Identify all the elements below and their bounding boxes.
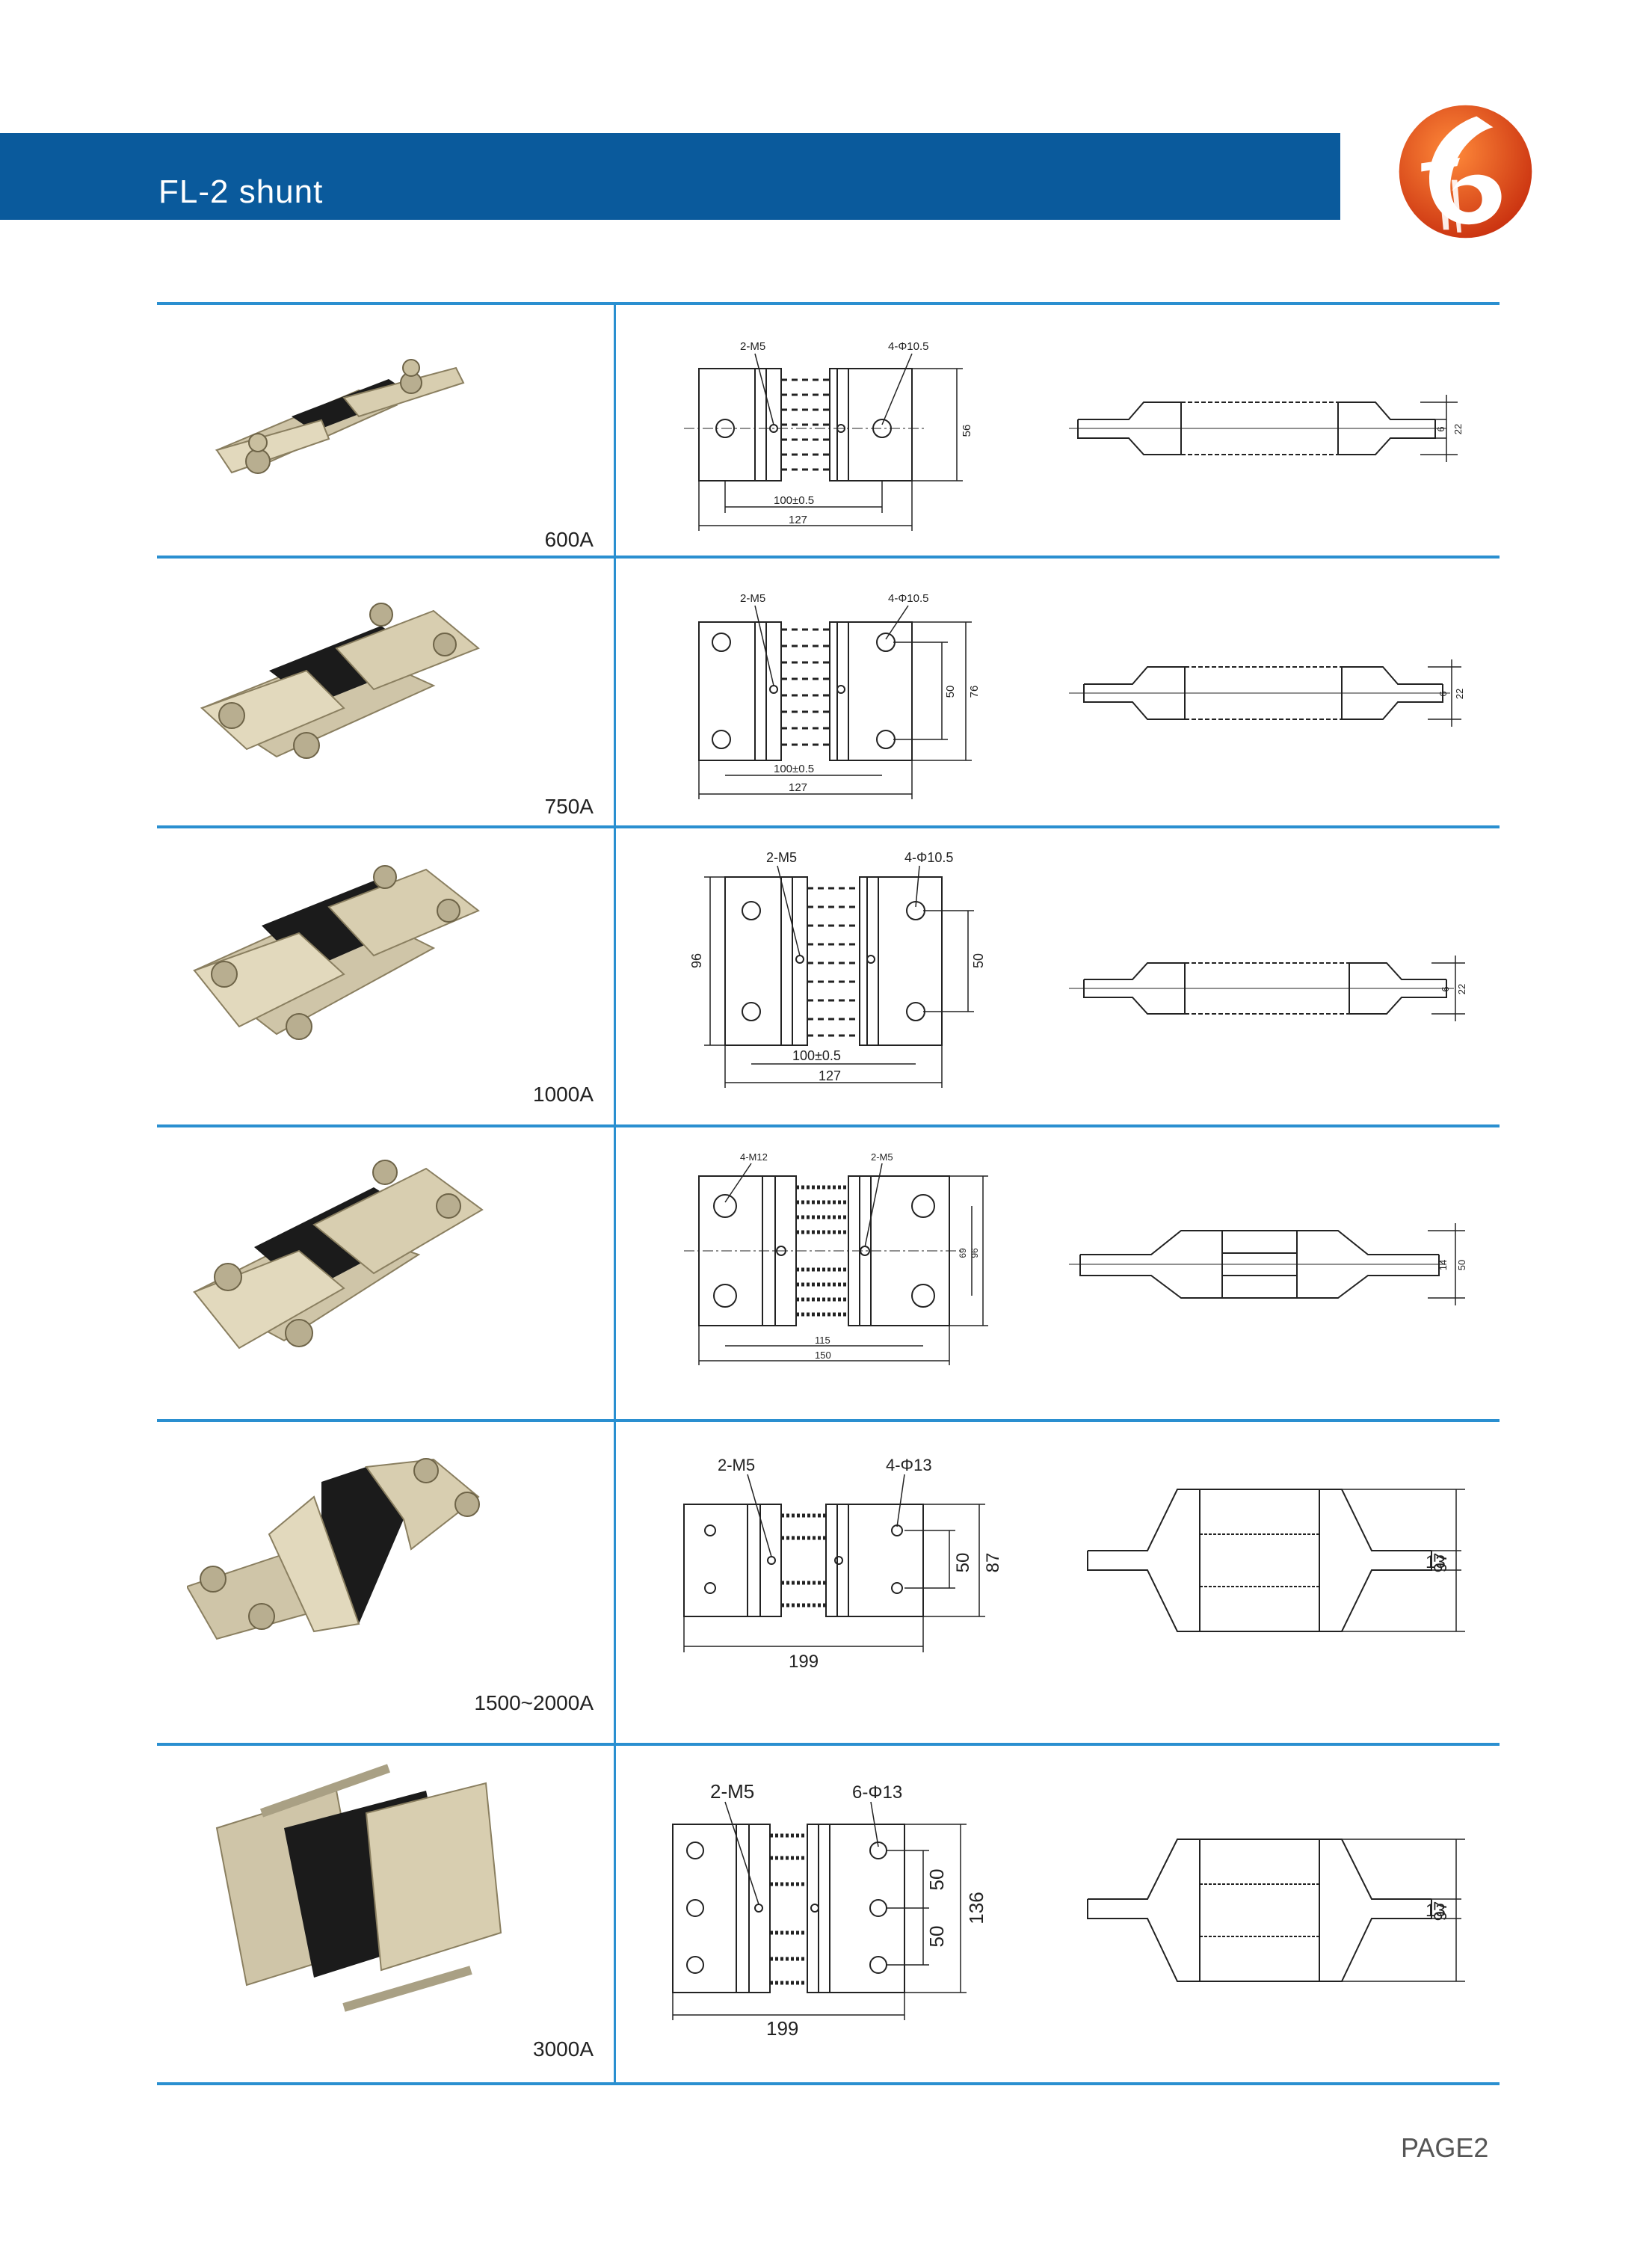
header-bar [0,133,1340,220]
product-row-750a: 750A [157,559,1500,825]
height-label: 136 [965,1892,987,1924]
hole-label: 6-Φ13 [852,1782,902,1803]
height-label: 50 [953,1553,973,1573]
rating-label: 1000A [533,1083,594,1106]
rating-label: 3000A [533,2037,594,2061]
height-label: 50 [925,1926,948,1948]
inner-width-label: 115 [815,1335,830,1346]
side-dim-label: 22 [1454,689,1465,699]
product-row-600a: 600A [157,305,1500,556]
side-dim-label: 97 [1431,1553,1451,1573]
outer-width-label: 150 [815,1350,831,1361]
table-rule [157,556,1500,559]
rating-label: 750A [544,795,594,818]
side-drawing-600a: 6 22 [1069,395,1464,462]
side-drawing-3000a: 13 97 [1087,1839,1465,1982]
hole-label: 4-Φ10.5 [904,850,953,865]
shunt-photo-1500-2000a [187,1458,480,1640]
side-drawing-4: 14 50 [1069,1223,1467,1305]
m-label: 2-M5 [740,592,765,605]
product-table: 600A [157,302,1500,2085]
inner-width-label: 100±0.5 [774,763,814,775]
shunt-photo-600a [215,359,465,474]
outer-width-label: 127 [789,781,807,794]
column-divider [614,302,616,2085]
height-label: 96 [970,1248,980,1258]
front-drawing-750a: 2-M5 4-Φ10.5 100±0.5 127 50 76 [698,592,981,799]
outer-width-label: 127 [789,514,807,526]
side-drawing-1000a: 6 22 [1069,956,1467,1021]
side-dim-label: 6 [1437,691,1449,696]
table-rule [157,1124,1500,1127]
hole-label: 4-Φ10.5 [888,592,929,605]
shunt-photo-1000a [193,865,480,1040]
table-rule [157,1743,1500,1746]
rating-label: 1500~2000A [474,1691,594,1714]
side-dim-label: 6 [1440,986,1451,991]
height-label: 56 [961,425,973,437]
outer-width-label: 199 [766,2017,798,2040]
inner-width-label: 100±0.5 [792,1048,841,1063]
side-dim-label: 14 [1437,1260,1449,1270]
company-logo [1399,105,1532,239]
side-dim-label: 50 [1456,1260,1467,1270]
height-label: 50 [971,953,986,968]
height-label: 50 [925,1869,948,1891]
front-drawing-600a: 2-M5 4-Φ10.5 100±0.5 127 56 [684,340,973,531]
side-dim-label: 22 [1456,984,1467,994]
front-drawing-3000a: 2-M5 6-Φ13 199 50 50 136 [672,1780,987,2040]
side-dim-label: 97 [1431,1901,1451,1922]
hole-label: 2-M5 [871,1151,893,1163]
height-label: 76 [968,686,981,698]
shunt-photo-4 [192,1160,484,1350]
height-label: 96 [689,953,704,968]
table-rule [157,1419,1500,1422]
outer-width-label: 127 [819,1068,841,1083]
page-title: FL-2 shunt [158,173,324,210]
product-row-3000a: 3000A [157,1746,1500,2082]
product-row-1500-2000a: 1500~2000A [157,1422,1500,1743]
side-dim-label: 13 [1426,1901,1446,1921]
front-drawing-1500-2000a: 2-M5 4-Φ13 199 50 87 [683,1456,1003,1672]
side-dim-label: 6 [1435,426,1446,431]
height-label: 69 [958,1248,968,1258]
table-rule [157,2082,1500,2085]
side-drawing-1500-2000a: 13 97 [1087,1489,1465,1632]
height-label: 50 [944,686,957,698]
table-rule [157,302,1500,305]
m-label: 4-M12 [740,1151,768,1163]
outer-width-label: 199 [789,1652,819,1672]
inner-width-label: 100±0.5 [774,494,814,507]
front-drawing-1000a: 2-M5 4-Φ10.5 100±0.5 127 96 50 [689,850,986,1088]
shunt-photo-750a [200,603,480,759]
product-row-1000a: 1000A [157,828,1500,1124]
m-label: 2-M5 [766,850,797,865]
m-label: 2-M5 [710,1780,754,1803]
front-drawing-4: 4-M12 2-M5 115 150 69 96 [684,1151,988,1365]
side-dim-label: 13 [1426,1552,1446,1572]
shunt-photo-3000a [215,1764,502,2012]
height-label: 87 [983,1553,1003,1573]
hole-label: 4-Φ13 [886,1456,932,1474]
hole-label: 4-Φ10.5 [888,340,929,353]
table-rule [157,825,1500,828]
m-label: 2-M5 [718,1456,755,1474]
side-dim-label: 22 [1452,424,1464,434]
page-number: PAGE2 [1401,2132,1489,2163]
rating-label: 600A [544,528,594,551]
product-row-4: 4-M12 2-M5 115 150 69 96 14 50 [157,1127,1500,1419]
side-drawing-750a: 6 22 [1069,659,1465,727]
m-label: 2-M5 [740,340,765,353]
